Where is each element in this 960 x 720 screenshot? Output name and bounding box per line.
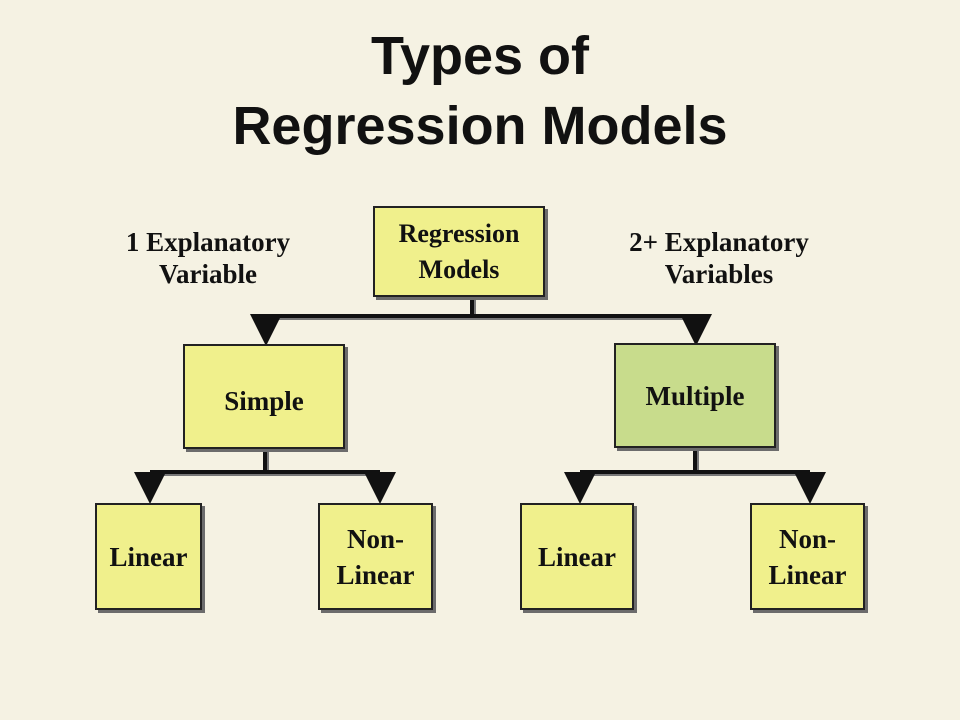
node-multiple-nonlinear-line1: Non-	[778, 523, 836, 554]
simple-connector	[134, 448, 396, 504]
node-multiple: Multiple	[614, 343, 776, 448]
title-line-1: Types of	[370, 26, 590, 86]
node-regression-models-line2: Models	[418, 254, 500, 284]
node-simple-nonlinear-line1: Non-	[346, 523, 404, 554]
node-simple-linear: Linear	[95, 503, 202, 610]
node-multiple-linear-label: Linear	[538, 541, 616, 572]
node-multiple-nonlinear-line2: Linear	[768, 559, 847, 590]
node-regression-models-line1: Regression	[398, 218, 520, 248]
annotation-right-line2: Variables	[664, 259, 774, 289]
node-simple-nonlinear-line2: Linear	[336, 559, 415, 590]
node-regression-models: Regression Models	[373, 206, 545, 297]
annotation-right-line1: 2+ Explanatory	[629, 227, 809, 257]
node-multiple-linear: Linear	[520, 503, 634, 610]
node-multiple-label: Multiple	[645, 380, 745, 411]
node-simple-nonlinear: Non- Linear	[318, 503, 433, 610]
node-simple-linear-label: Linear	[109, 541, 188, 572]
title-line-2: Regression Models	[232, 96, 728, 156]
annotation-left-line2: Variable	[158, 259, 257, 289]
annotation-one-explanatory: 1 Explanatory Variable	[90, 226, 326, 290]
annotation-left-line1: 1 Explanatory	[125, 227, 291, 257]
node-simple-label: Simple	[224, 385, 304, 416]
annotation-multiple-explanatory: 2+ Explanatory Variables	[594, 226, 844, 290]
node-simple: Simple	[183, 344, 345, 449]
root-connector-front	[250, 296, 712, 346]
multiple-connector	[564, 448, 826, 504]
node-multiple-nonlinear: Non- Linear	[750, 503, 865, 610]
